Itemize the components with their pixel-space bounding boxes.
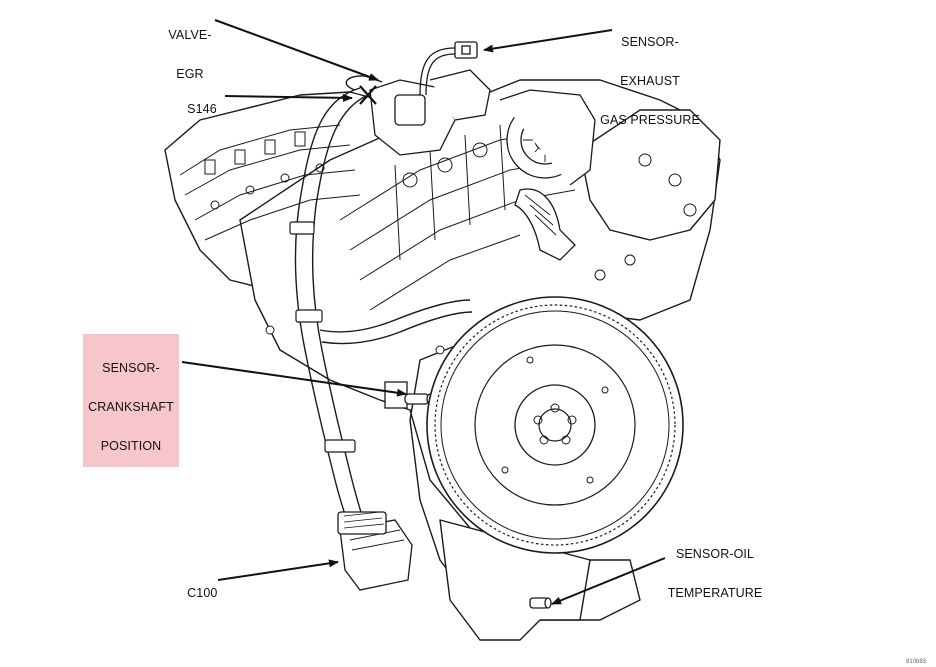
callout-lines bbox=[181, 19, 666, 605]
bolts bbox=[265, 153, 697, 355]
callout-c100 bbox=[217, 559, 339, 581]
label-sensor-oil-line1: SENSOR-OIL bbox=[675, 547, 755, 561]
valve-cover-detail bbox=[179, 124, 361, 241]
egr-valve bbox=[369, 69, 491, 156]
label-sensor-oil: SENSOR-OIL TEMPERATURE bbox=[655, 522, 775, 613]
label-sensor-exhaust-line1: SENSOR- bbox=[621, 35, 679, 49]
label-sensor-crankshaft-line3: POSITION bbox=[100, 439, 162, 453]
label-sensor-exhaust: SENSOR- EXHAUST GAS PRESSURE bbox=[590, 10, 710, 140]
label-valve-egr-line1: VALVE- bbox=[168, 28, 212, 42]
label-sensor-exhaust-line2: EXHAUST bbox=[620, 74, 680, 88]
harness-clips bbox=[289, 221, 356, 453]
label-valve-egr-line2: EGR bbox=[176, 67, 204, 81]
label-c100: C100 bbox=[180, 574, 220, 600]
turbocharger bbox=[499, 89, 596, 186]
label-sensor-crankshaft-line1: SENSOR- bbox=[102, 361, 160, 375]
label-sensor-oil-line2: TEMPERATURE bbox=[667, 586, 763, 600]
label-sensor-crankshaft-line2: CRANKSHAFT bbox=[88, 400, 174, 414]
label-valve-egr: VALVE- EGR bbox=[162, 3, 218, 94]
callout-valve-egr bbox=[214, 19, 379, 81]
label-s146-text: S146 bbox=[187, 102, 217, 116]
flywheel bbox=[426, 296, 684, 554]
figure-code: 810b83 bbox=[906, 659, 927, 665]
callout-oil-temp bbox=[551, 557, 666, 605]
label-s146: S146 bbox=[180, 90, 220, 116]
c100-connector bbox=[337, 511, 413, 591]
label-c100-text: C100 bbox=[187, 586, 218, 600]
s146-splice-marker bbox=[359, 85, 377, 105]
wiring-harness bbox=[294, 75, 473, 531]
callout-crankshaft-sensor bbox=[181, 361, 407, 397]
callout-exhaust-sensor bbox=[483, 29, 613, 53]
intake-hose bbox=[514, 188, 576, 261]
oil-temp-sensor bbox=[529, 597, 552, 609]
label-sensor-crankshaft: SENSOR- CRANKSHAFT POSITION bbox=[83, 334, 179, 467]
exhaust-sensor-wire bbox=[419, 41, 478, 96]
callout-s146 bbox=[224, 93, 353, 102]
label-sensor-exhaust-line3: GAS PRESSURE bbox=[600, 113, 700, 127]
